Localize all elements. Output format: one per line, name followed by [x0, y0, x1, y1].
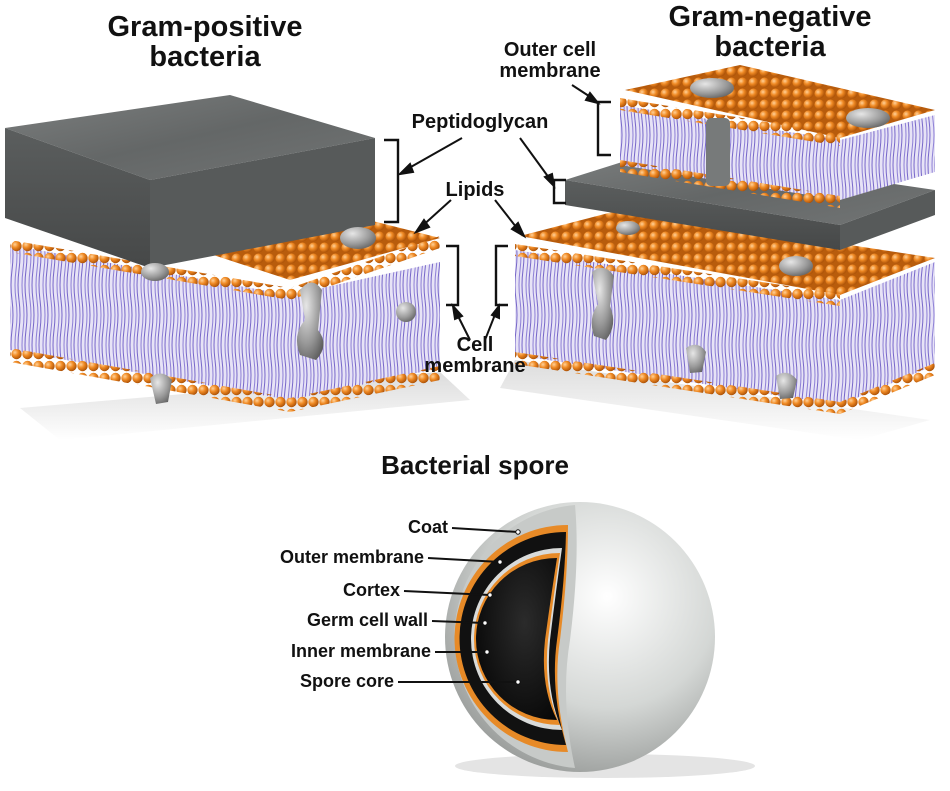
gp-peptidoglycan-bracket — [384, 138, 400, 224]
gp-protein-3 — [396, 302, 416, 322]
spore-label-spore-core: Spore core — [299, 671, 394, 691]
dot-inner-membrane — [484, 649, 490, 655]
leader-coat — [451, 527, 519, 533]
gn-porin-1 — [690, 78, 734, 98]
gn-floor-shadow — [500, 360, 930, 440]
gp-transmembrane-protein — [296, 282, 324, 360]
leader-germ-cell-wall — [431, 620, 486, 624]
gn-outer-membrane-side — [840, 115, 935, 200]
gn-porin-2 — [846, 108, 890, 128]
gp-lower-heads-front — [10, 348, 290, 412]
spore-leader-lines — [398, 527, 519, 683]
arrowhead-outer-membrane — [584, 91, 601, 105]
spore-label-cortex: Cortex — [342, 580, 400, 600]
arrowhead-cell-membrane-gn — [490, 303, 500, 320]
dot-cortex — [487, 592, 493, 598]
leader-cortex — [403, 590, 491, 596]
gp-protein-1 — [340, 227, 376, 249]
gram-negative-title: Gram-negative bacteria — [668, 1, 872, 64]
arrowhead-cell-membrane-gp — [451, 302, 464, 321]
gn-protein-2 — [779, 256, 813, 276]
spore-label-coat: Coat — [408, 517, 448, 537]
gp-peptidoglycan-side — [150, 138, 375, 268]
lipids-label: Lipids — [445, 179, 505, 201]
dot-germ-cell-wall — [482, 620, 488, 626]
arrow-peptidoglycan-gn — [519, 137, 553, 183]
gn-outer-membrane-bracket — [596, 100, 611, 157]
gn-protein-3 — [686, 344, 706, 373]
dot-outer-membrane — [497, 559, 503, 565]
gn-inner-upper-heads-front — [515, 244, 840, 306]
gn-outer-upper-heads — [620, 98, 840, 146]
gp-lower-heads-side — [290, 366, 440, 412]
arrow-peptidoglycan-gp — [401, 137, 463, 173]
spore-label-outer-membrane: Outer membrane — [279, 547, 424, 567]
gp-protein-4 — [150, 373, 172, 404]
gn-peptidoglycan-side — [840, 190, 935, 250]
spore-label-inner-membrane: Inner membrane — [290, 641, 431, 661]
dot-coat — [515, 529, 521, 535]
arrowhead-lipids-gp — [413, 218, 431, 235]
gp-peptidoglycan-top — [5, 95, 375, 180]
gn-channel-protein — [706, 118, 730, 186]
gn-inner-lower-heads-front — [515, 352, 840, 414]
gn-peptidoglycan-bracket — [552, 178, 566, 205]
gn-inner-lower-heads-side — [840, 363, 935, 414]
gn-protein-4 — [776, 372, 797, 399]
bacterial-spore — [398, 502, 755, 778]
gn-outer-lower-heads — [620, 160, 840, 208]
gn-transmembrane-protein — [591, 267, 614, 340]
arrows — [397, 84, 601, 341]
peptidoglycan-label: Peptidoglycan — [411, 111, 549, 133]
spore-label-germ-cell-wall: Germ cell wall — [306, 610, 428, 630]
gp-upper-heads-side — [290, 236, 440, 300]
gp-peptidoglycan-front — [5, 128, 150, 268]
arrowhead-peptidoglycan-gn — [543, 172, 556, 189]
gp-cell-membrane-bracket — [446, 244, 460, 307]
gn-peptidoglycan-front — [565, 180, 840, 250]
gn-protein-1 — [616, 221, 640, 235]
spore-leader-dots — [482, 529, 521, 685]
spore-core — [476, 558, 557, 720]
arrowhead-lipids-gn — [510, 221, 527, 239]
gn-cell-membrane-bracket — [494, 244, 508, 307]
cell-membrane-label: Cell membrane — [424, 334, 526, 377]
gp-protein-2 — [141, 263, 169, 281]
outer-cell-membrane-label: Outer cell membrane — [499, 39, 601, 82]
gram-positive-wall — [5, 95, 470, 440]
gp-membrane-side — [290, 262, 440, 400]
gram-negative-wall — [500, 65, 935, 440]
dot-spore-core — [515, 679, 521, 685]
gn-inner-membrane-side — [840, 262, 935, 405]
arrowhead-peptidoglycan-gp — [397, 162, 415, 176]
gram-positive-title: Gram-positive bacteria — [107, 11, 303, 74]
bacterial-spore-title: Bacterial spore — [381, 450, 569, 480]
leader-outer-membrane — [427, 557, 501, 563]
